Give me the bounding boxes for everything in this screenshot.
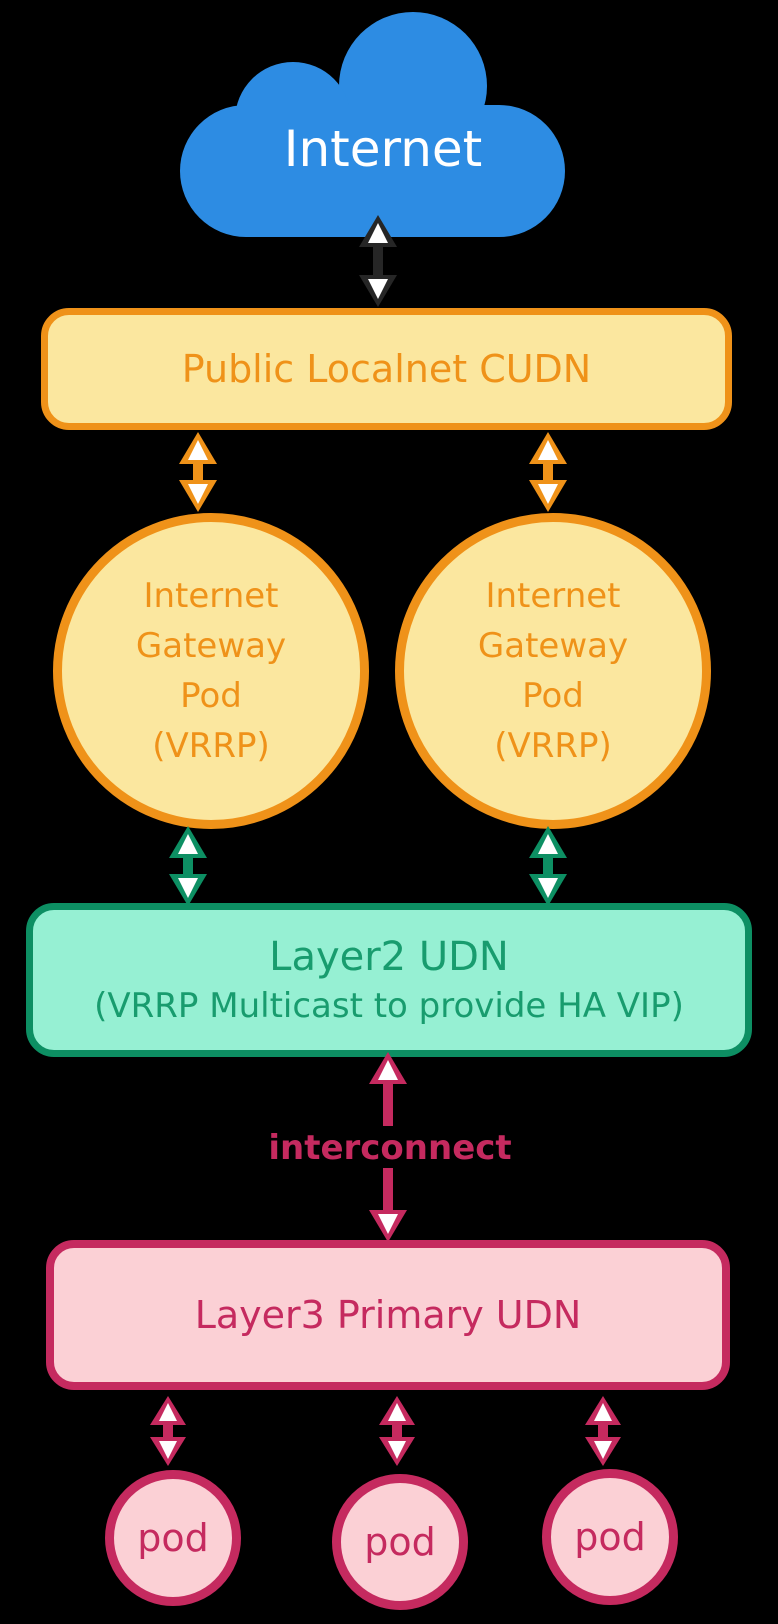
gateway-pod-line: Internet <box>485 576 621 616</box>
cloud-icon <box>180 12 565 237</box>
layer3-primary-udn-box: Layer3 Primary UDN <box>46 1240 730 1390</box>
gateway-pod-line: Internet <box>143 576 279 616</box>
internet-gateway-pod-right: Internet Gateway Pod (VRRP) <box>395 513 711 829</box>
double-arrow-gateway-layer2-right <box>529 826 567 906</box>
double-arrow-layer3-pod-3 <box>585 1396 621 1466</box>
arrow-interconnect-down <box>369 1168 407 1242</box>
double-arrow-gateway-layer2-left <box>169 826 207 906</box>
pod-circle-3: pod <box>542 1469 678 1605</box>
double-arrow-cudn-gateway-left <box>179 432 217 512</box>
double-arrow-internet-cudn <box>359 215 397 307</box>
pod-circle-1: pod <box>105 1470 241 1606</box>
layer3-primary-udn-label: Layer3 Primary UDN <box>194 1293 582 1337</box>
gateway-pod-line: Gateway <box>477 626 629 666</box>
public-localnet-cudn-box: Public Localnet CUDN <box>41 308 732 430</box>
gateway-pod-line: Pod <box>522 676 584 716</box>
layer2-udn-subtitle: (VRRP Multicast to provide HA VIP) <box>94 986 684 1026</box>
double-arrow-layer3-pod-2 <box>379 1396 415 1466</box>
pod-label: pod <box>137 1516 209 1560</box>
cloud-label: Internet <box>283 120 483 178</box>
arrow-interconnect-up <box>369 1052 407 1126</box>
public-localnet-cudn-label: Public Localnet CUDN <box>181 347 592 391</box>
pod-label: pod <box>364 1520 436 1564</box>
pod-label: pod <box>574 1515 646 1559</box>
gateway-pod-line: (VRRP) <box>494 726 612 766</box>
layer2-udn-box: Layer2 UDN (VRRP Multicast to provide HA… <box>26 903 752 1057</box>
interconnect-label: interconnect <box>268 1128 512 1168</box>
double-arrow-cudn-gateway-right <box>529 432 567 512</box>
gateway-pod-line: Pod <box>180 676 242 716</box>
gateway-pod-line: Gateway <box>135 626 287 666</box>
internet-cloud: Internet <box>170 8 570 240</box>
internet-gateway-pod-left: Internet Gateway Pod (VRRP) <box>53 513 369 829</box>
gateway-pod-line: (VRRP) <box>152 726 270 766</box>
double-arrow-layer3-pod-1 <box>150 1396 186 1466</box>
pod-circle-2: pod <box>332 1474 468 1610</box>
layer2-udn-title: Layer2 UDN <box>269 934 509 980</box>
